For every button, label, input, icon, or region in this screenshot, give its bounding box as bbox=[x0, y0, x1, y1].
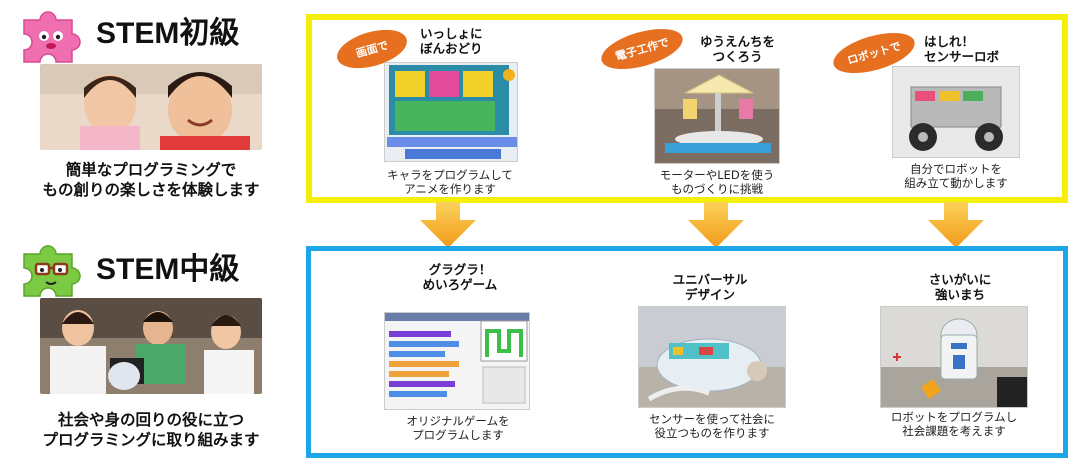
intermediate-items-frame bbox=[306, 246, 1068, 458]
intermediate-item-2-title-line2: デザイン bbox=[684, 287, 735, 302]
beginner-item-2-title-line2: つくろう bbox=[712, 49, 763, 64]
beginner-mascot-icon bbox=[14, 6, 92, 64]
beginner-item-2-image bbox=[654, 68, 780, 164]
down-arrow-icon bbox=[686, 202, 746, 248]
beginner-course-title: STEM初級 bbox=[96, 17, 240, 50]
beginner-item-1-title: いっしょに ぼんおどり bbox=[420, 26, 483, 56]
intermediate-mascot-icon bbox=[14, 240, 92, 300]
down-arrow-icon bbox=[926, 202, 986, 248]
intermediate-item-1-caption: オリジナルゲームを プログラムします bbox=[368, 414, 548, 442]
intermediate-item-2-title: ユニバーサル デザイン bbox=[650, 272, 770, 302]
intermediate-item-3-image bbox=[880, 306, 1028, 408]
intermediate-item-1-title: グラグラ！ めいろゲーム bbox=[400, 262, 520, 292]
intermediate-item-1-image bbox=[384, 312, 530, 410]
beginner-lead-line1: 簡単なプログラミングで bbox=[65, 161, 237, 179]
intermediate-item-3-title-line1: さいがいに bbox=[928, 272, 992, 287]
intermediate-item-2-caption: センサーを使って社会に 役立つものを作ります bbox=[616, 412, 808, 440]
intermediate-item-1-title-line1: グラグラ！ bbox=[428, 262, 492, 277]
beginner-item-2-caption: モーターやLEDを使う ものづくりに挑戦 bbox=[628, 168, 806, 196]
beginner-item-1-image bbox=[384, 62, 518, 162]
beginner-item-3-title: はしれ！ センサーロボ bbox=[924, 34, 999, 64]
beginner-item-2-title: ゆうえんちを つくろう bbox=[700, 34, 775, 64]
intermediate-item-2-caption-line2: 役立つものを作ります bbox=[654, 426, 770, 440]
beginner-item-3-caption-line1: 自分でロボットを bbox=[910, 162, 1002, 176]
intermediate-item-2-image bbox=[638, 306, 786, 408]
down-arrow-icon bbox=[418, 202, 478, 248]
intermediate-lead-line2: プログラミングに取り組みます bbox=[42, 431, 260, 449]
beginner-item-1-title-line2: ぼんおどり bbox=[420, 41, 483, 56]
beginner-item-2-caption-line1: モーターやLEDを使う bbox=[659, 168, 775, 182]
intermediate-item-1-caption-line2: プログラムします bbox=[412, 428, 504, 442]
beginner-lead: 簡単なプログラミングで もの創りの楽しさを体験します bbox=[6, 160, 296, 200]
beginner-item-3-caption-line2: 組み立て動かします bbox=[904, 176, 1008, 190]
intermediate-photo bbox=[40, 298, 262, 394]
intermediate-item-3-caption: ロボットをプログラムし 社会課題を考えます bbox=[860, 410, 1048, 438]
beginner-item-2-caption-line2: ものづくりに挑戦 bbox=[671, 182, 763, 196]
beginner-items-frame bbox=[306, 14, 1068, 203]
beginner-item-3-caption: 自分でロボットを 組み立て動かします bbox=[866, 162, 1046, 190]
intermediate-item-1-caption-line1: オリジナルゲームを bbox=[406, 414, 510, 428]
intermediate-item-2-caption-line1: センサーを使って社会に bbox=[649, 412, 775, 426]
beginner-photo bbox=[40, 64, 262, 150]
beginner-item-3-image bbox=[892, 66, 1020, 158]
intermediate-course-title: STEM中級 bbox=[96, 253, 240, 286]
beginner-lead-line2: もの創りの楽しさを体験します bbox=[42, 181, 260, 199]
intermediate-item-3-title-line2: 強いまち bbox=[934, 287, 985, 302]
beginner-item-3-title-line2: センサーロボ bbox=[924, 49, 1000, 64]
intermediate-lead-line1: 社会や身の回りの役に立つ bbox=[57, 411, 244, 429]
intermediate-item-3-caption-line2: 社会課題を考えます bbox=[902, 424, 1006, 438]
intermediate-item-3-title: さいがいに 強いまち bbox=[900, 272, 1020, 302]
beginner-item-1-caption-line1: キャラをプログラムして bbox=[387, 168, 513, 182]
beginner-item-1-caption: キャラをプログラムして アニメを作ります bbox=[358, 168, 542, 196]
beginner-item-1-title-line1: いっしょに bbox=[420, 26, 483, 41]
intermediate-item-1-title-line2: めいろゲーム bbox=[422, 277, 498, 292]
intermediate-item-3-caption-line1: ロボットをプログラムし bbox=[890, 410, 1018, 424]
beginner-item-1-caption-line2: アニメを作ります bbox=[404, 182, 496, 196]
beginner-item-2-title-line1: ゆうえんちを bbox=[700, 34, 776, 49]
intermediate-lead: 社会や身の回りの役に立つ プログラミングに取り組みます bbox=[6, 410, 296, 450]
beginner-item-3-title-line1: はしれ！ bbox=[924, 34, 975, 49]
intermediate-item-2-title-line1: ユニバーサル bbox=[672, 272, 748, 287]
